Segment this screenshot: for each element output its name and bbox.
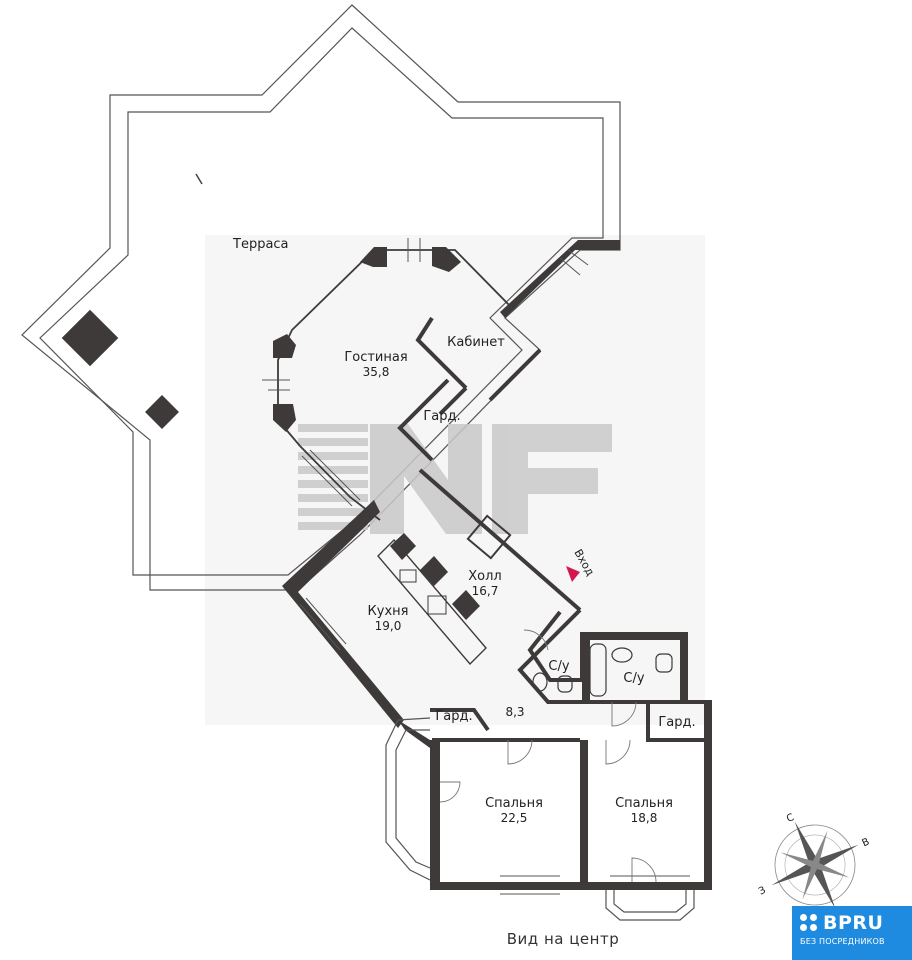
kitchen-counter: [377, 538, 487, 666]
room-terrace-name: Терраса: [232, 237, 289, 252]
view-caption: Вид на центр: [507, 930, 619, 948]
living-room-pillars: [273, 240, 620, 432]
wc2-toilet: [655, 653, 673, 673]
compass-north: С: [785, 812, 796, 825]
room-wardrobe3-name: Гард.: [658, 715, 695, 730]
room-kitchen-name: Кухня: [368, 604, 409, 619]
hall-column: [466, 514, 512, 560]
room-living-name: Гостиная: [344, 350, 407, 365]
room-hall-area: 16,7: [472, 584, 499, 598]
room-bedroom1-name: Спальня: [485, 796, 543, 811]
room-wc2-name: С/у: [623, 671, 644, 686]
people-icon: [800, 914, 818, 932]
door-arcs: [439, 629, 657, 883]
compass-east: В: [860, 836, 871, 849]
wc2-walls: [582, 632, 688, 702]
wc2-sink: [611, 647, 633, 663]
kitchen-window: [299, 597, 347, 651]
wc1-toilet: [557, 675, 573, 693]
watermark: [298, 424, 612, 534]
room-living-area: 35,8: [363, 365, 390, 379]
wc1-fixture: [532, 672, 548, 692]
room-wardrobe1-name: Гард.: [423, 409, 460, 424]
corridor-walls: [430, 700, 712, 742]
terrace-outline: [21, 4, 621, 591]
terrace-block-2: [145, 395, 179, 429]
terrace-block-1: [61, 309, 119, 367]
room-bedroom2-area: 18,8: [631, 811, 658, 825]
compass-rose: С Ю З В: [757, 812, 871, 924]
room-bedroom1-area: 22,5: [501, 811, 528, 825]
kitchen-sink: [399, 569, 417, 583]
compass-west: З: [757, 885, 767, 898]
badge-tagline: БЕЗ ПОСРЕДНИКОВ: [800, 937, 885, 946]
bpru-badge: BPRU БЕЗ ПОСРЕДНИКОВ: [792, 906, 912, 960]
room-corridor-area: 8,3: [505, 705, 524, 719]
bedroom-windows: [500, 875, 690, 895]
wc2-bath: [589, 643, 607, 697]
room-hall-name: Холл: [468, 569, 501, 584]
bay-window-right: [605, 890, 695, 921]
room-wardrobe2-name: Гард.: [435, 709, 472, 724]
badge-brand: BPRU: [823, 912, 884, 934]
wardrobe1-walls: [397, 378, 468, 462]
room-kitchen-area: 19,0: [375, 619, 402, 633]
kitchen-stove: [427, 595, 447, 615]
terrace-mark: [195, 173, 203, 185]
room-wc1-name: С/у: [548, 659, 569, 674]
kitchen-appliances: [390, 533, 480, 620]
living-windows: [262, 238, 589, 507]
entrance-arrow: [566, 566, 580, 582]
bedroom-walls: [430, 702, 712, 890]
study-walls: [415, 316, 542, 402]
kitchen-walls: [282, 500, 440, 890]
room-bedroom2-name: Спальня: [615, 796, 673, 811]
bay-window-left: [385, 717, 431, 881]
room-study-name: Кабинет: [447, 335, 505, 350]
